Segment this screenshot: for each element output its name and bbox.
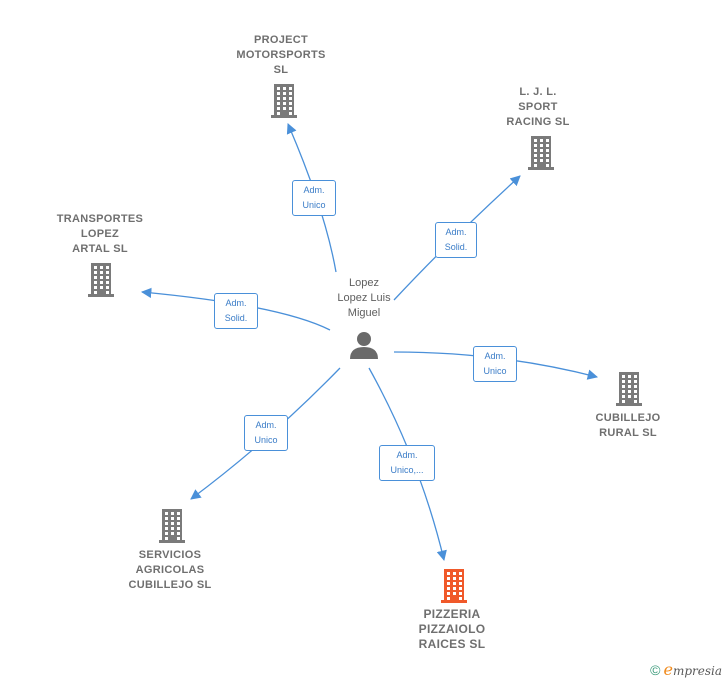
relation-label-transportes-lopez-artal[interactable]: Adm. Solid.: [214, 293, 258, 329]
relation-label-line: Unico: [302, 200, 326, 210]
relation-label-line: Adm.: [484, 351, 506, 361]
company-name-line: LOPEZ: [80, 228, 120, 240]
relation-label-line: Unico: [483, 366, 507, 376]
company-name-line: ARTAL SL: [72, 243, 128, 255]
person-icon[interactable]: [350, 332, 378, 359]
relation-label-servicios-agricolas[interactable]: Adm. Unico: [244, 415, 288, 451]
relation-label-line: Adm.: [396, 450, 418, 460]
company-name-line: PROJECT: [253, 34, 309, 46]
company-name-line: AGRICOLAS: [135, 564, 205, 576]
relation-label-line: Adm.: [303, 185, 325, 195]
relation-label-line: Unico: [254, 435, 278, 445]
relation-label-cubillejo-rural[interactable]: Adm. Unico: [473, 346, 517, 382]
center-name-line: Miguel: [347, 307, 381, 319]
building-icon-transportes-lopez-artal[interactable]: [88, 263, 114, 297]
center-name-line: Lopez: [349, 277, 379, 289]
company-name-line: CUBILLEJO SL: [128, 579, 212, 591]
relation-label-line: Adm.: [255, 420, 277, 430]
relation-label-line: Solid.: [224, 313, 248, 323]
relation-label-line: Adm.: [225, 298, 247, 308]
relation-label-ljl-sport-racing[interactable]: Adm. Solid.: [435, 222, 477, 258]
relation-edge-transportes-lopez-artal: [140, 287, 331, 331]
brand-logo-initial: e: [663, 660, 673, 679]
center-name-line: Lopez Luis: [337, 292, 391, 304]
company-name-line: PIZZAIOLO: [418, 622, 486, 636]
copyright-symbol: ©: [650, 662, 661, 678]
building-icon-servicios-agricolas[interactable]: [159, 509, 185, 543]
nodes-group: [88, 84, 642, 603]
company-label-transportes-lopez-artal[interactable]: TRANSPORTES LOPEZ ARTAL SL: [45, 212, 155, 257]
building-icon-project-motorsports[interactable]: [271, 84, 297, 118]
company-label-cubillejo-rural[interactable]: CUBILLEJO RURAL SL: [578, 411, 678, 441]
company-name-line: PIZZERIA: [423, 607, 481, 621]
building-icon-cubillejo-rural[interactable]: [616, 372, 642, 406]
company-name-line: RACING SL: [506, 116, 570, 128]
company-label-pizzeria-pizzaiolo[interactable]: PIZZERIA PIZZAIOLO RAICES SL: [397, 607, 507, 652]
company-name-line: SL: [273, 64, 289, 76]
company-name-line: TRANSPORTES: [56, 213, 144, 225]
company-label-ljl-sport-racing[interactable]: L. J. L. SPORT RACING SL: [488, 85, 588, 130]
relation-label-line: Adm.: [445, 227, 467, 237]
company-name-line: RAICES SL: [418, 637, 486, 651]
company-label-servicios-agricolas[interactable]: SERVICIOS AGRICOLAS CUBILLEJO SL: [115, 548, 225, 593]
company-name-line: CUBILLEJO: [595, 412, 661, 424]
relation-label-line: Unico,...: [390, 465, 424, 475]
building-icon-pizzeria-pizzaiolo[interactable]: [441, 569, 467, 603]
brand-logo-text: mpresia: [672, 664, 722, 678]
building-icon-ljl-sport-racing[interactable]: [528, 136, 554, 170]
company-name-line: SERVICIOS: [138, 549, 202, 561]
company-label-project-motorsports[interactable]: PROJECT MOTORSPORTS SL: [226, 33, 336, 78]
company-name-line: MOTORSPORTS: [236, 49, 326, 61]
brand-footer[interactable]: ©empresia: [650, 660, 722, 679]
relation-label-line: Solid.: [444, 242, 468, 252]
company-name-line: RURAL SL: [599, 427, 657, 439]
relation-label-project-motorsports[interactable]: Adm. Unico: [292, 180, 336, 216]
relation-label-pizzeria-pizzaiolo[interactable]: Adm. Unico,...: [379, 445, 435, 481]
company-name-line: SPORT: [518, 101, 558, 113]
company-name-line: L. J. L.: [519, 86, 557, 98]
center-person-name[interactable]: Lopez Lopez Luis Miguel: [322, 276, 406, 321]
